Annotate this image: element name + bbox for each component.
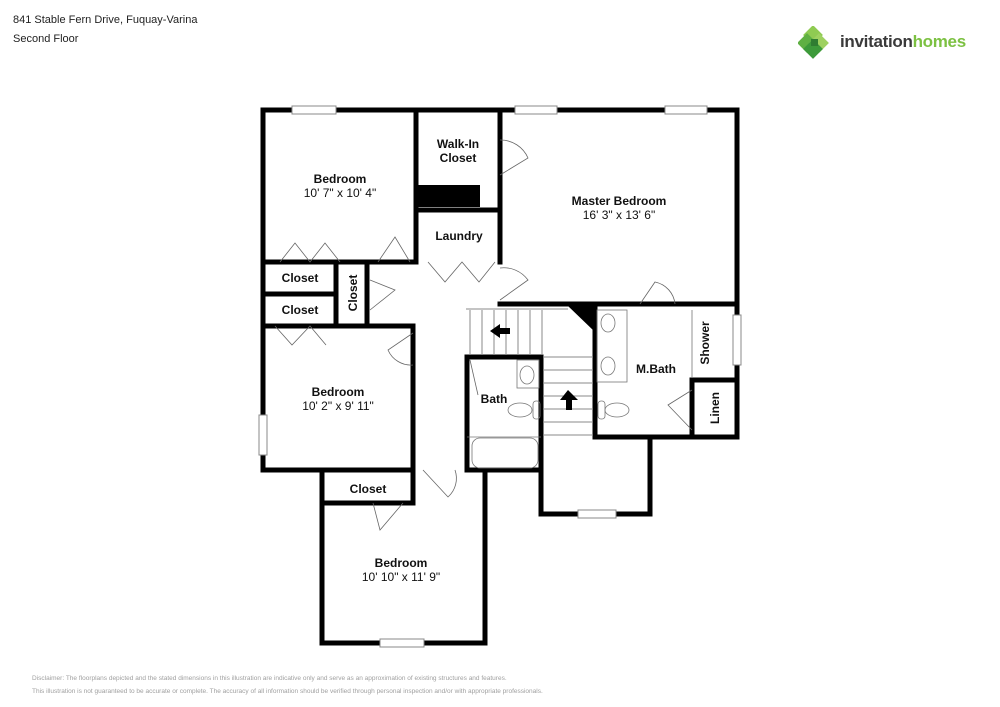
brand-logo: invitationhomes xyxy=(798,24,998,64)
room-closet-vertical: Closet xyxy=(346,274,360,312)
room-linen: Linen xyxy=(708,392,722,424)
disclaimer-line-1: Disclaimer: The floorplans depicted and … xyxy=(32,675,507,682)
stair-arrow-left-icon xyxy=(490,324,510,338)
invitation-homes-leaf-icon xyxy=(798,26,829,59)
floor-label: Second Floor xyxy=(13,33,79,45)
room-closet-1: Closet xyxy=(281,271,319,285)
room-closet-2: Closet xyxy=(281,303,319,317)
property-address: 841 Stable Fern Drive, Fuquay-Varina xyxy=(13,14,198,26)
disclaimer-line-2: This illustration is not guaranteed to b… xyxy=(32,688,543,695)
room-master-bath: M.Bath xyxy=(636,362,676,376)
room-bath: Bath xyxy=(480,392,508,406)
room-shower: Shower xyxy=(698,321,712,365)
stair-arrow-up-icon xyxy=(560,390,578,410)
room-closet-s: Closet xyxy=(349,482,387,496)
logo-word-homes: homes xyxy=(912,32,967,51)
room-laundry: Laundry xyxy=(435,229,483,243)
logo-word-invitation: invitation xyxy=(840,32,913,51)
